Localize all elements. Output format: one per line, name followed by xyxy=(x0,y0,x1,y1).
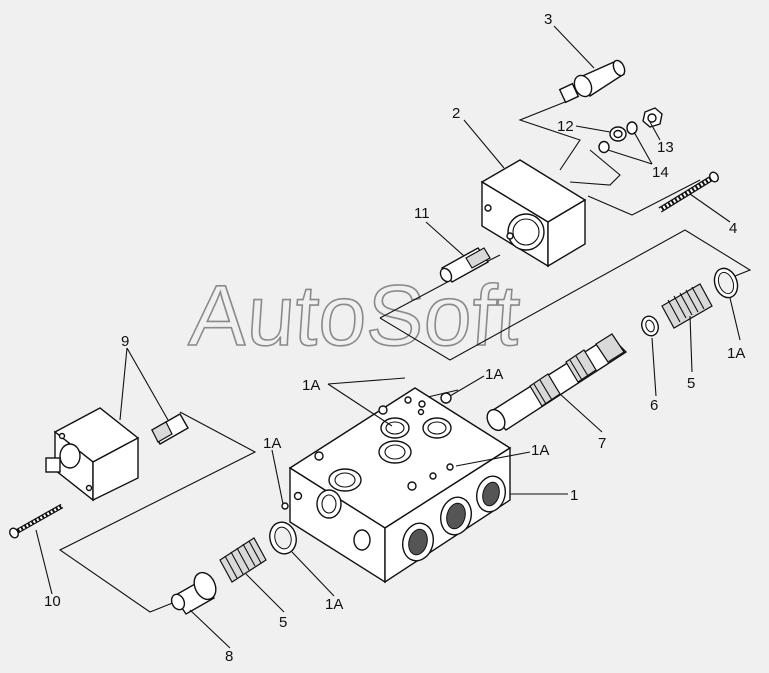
part-6-washer xyxy=(641,315,659,337)
part-1a-oring-front xyxy=(269,521,297,555)
part-1-valve-body xyxy=(288,387,512,584)
callout-10: 10 xyxy=(44,593,61,610)
callout-7: 7 xyxy=(598,435,606,452)
callout-12: 12 xyxy=(557,118,574,135)
callout-1a-left: 1A xyxy=(263,435,281,452)
callout-1a-far-right: 1A xyxy=(727,345,745,362)
part-5-spring-right xyxy=(661,283,713,329)
part-8-plug xyxy=(170,571,217,615)
callout-1a-bottom: 1A xyxy=(325,596,343,613)
callout-leaders xyxy=(35,25,741,649)
callout-5-left: 5 xyxy=(279,614,287,631)
callout-14: 14 xyxy=(652,164,669,181)
callout-6: 6 xyxy=(650,397,658,414)
part-10-screw xyxy=(9,503,64,539)
callout-1a-right: 1A xyxy=(531,442,549,459)
watermark-text: AutoSoft xyxy=(187,268,524,364)
callout-1a-top: 1A xyxy=(302,377,320,394)
part-4-bolt xyxy=(658,171,719,213)
callout-labels: 3 2 12 13 14 4 11 1A 5 6 7 1 1A 1A 1A 1A… xyxy=(44,11,745,665)
callout-8: 8 xyxy=(225,648,233,665)
part-5-spring-left xyxy=(219,537,267,583)
part-1a-oring-mid xyxy=(440,392,452,404)
callout-3: 3 xyxy=(544,11,552,28)
part-3-solenoid xyxy=(558,59,626,104)
part-1a-oring-right xyxy=(713,267,739,299)
callout-5-right: 5 xyxy=(687,375,695,392)
part-7-spool xyxy=(486,333,628,432)
callout-1a-mid: 1A xyxy=(485,366,503,383)
part-11-plug xyxy=(439,247,491,283)
callout-13: 13 xyxy=(657,139,674,156)
callout-11: 11 xyxy=(414,205,430,222)
part-13-nut xyxy=(642,107,663,128)
callout-4: 4 xyxy=(729,220,737,237)
part-14-orings xyxy=(598,121,638,154)
assembly-lines xyxy=(58,99,752,613)
callout-2: 2 xyxy=(452,105,460,122)
part-9-pin xyxy=(151,413,189,445)
part-1a-oring-left xyxy=(281,491,303,510)
part-12-nut xyxy=(609,126,627,142)
callout-1: 1 xyxy=(570,487,578,504)
part-9-solenoid xyxy=(45,407,140,502)
callout-9: 9 xyxy=(121,333,129,350)
part-2-housing xyxy=(480,159,587,268)
